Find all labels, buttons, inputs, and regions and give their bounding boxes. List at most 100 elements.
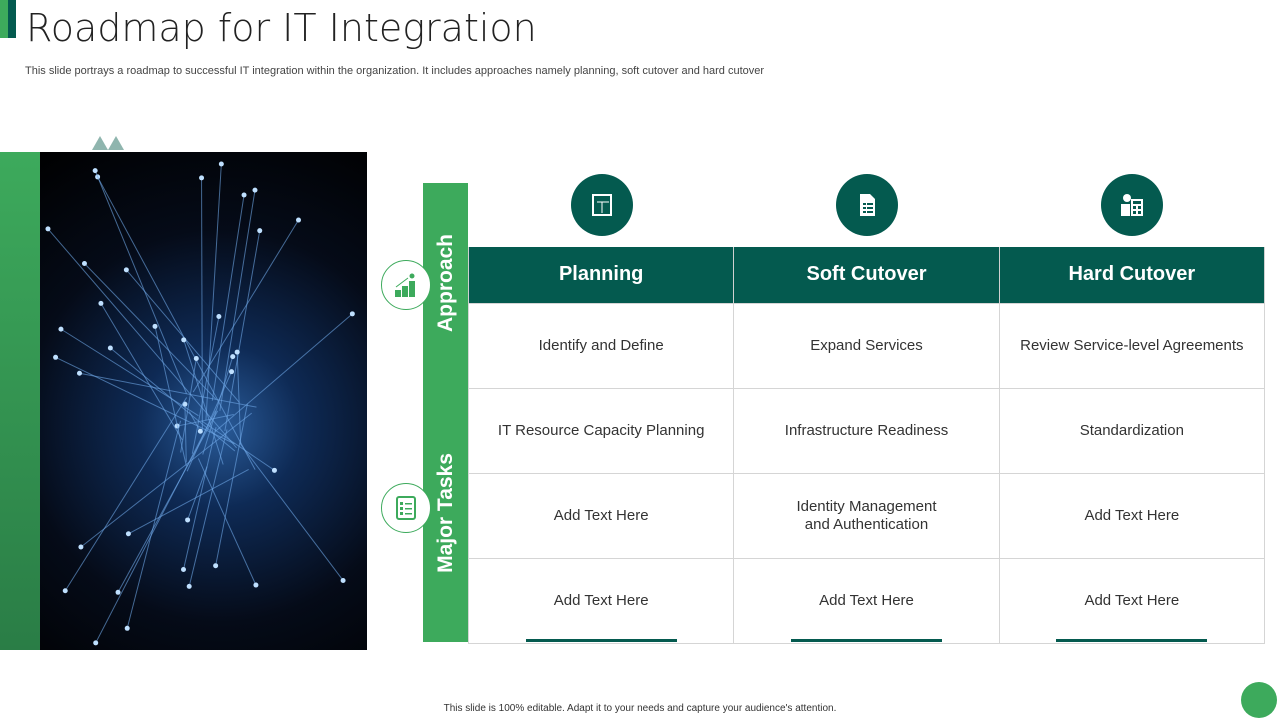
document-icon [836, 174, 898, 236]
circuit-node [115, 589, 121, 595]
circuit-node [186, 583, 192, 589]
circuit-line [236, 352, 242, 445]
circuit-line [117, 410, 219, 593]
circuit-node [53, 354, 59, 360]
circuit-node [252, 187, 258, 193]
circuit-node [58, 326, 64, 332]
roadmap-table: Planning Soft Cutover Hard Cutover Ident… [467, 247, 1266, 644]
circuit-node [241, 192, 247, 198]
circuit-node [62, 588, 68, 594]
circuit-node [92, 168, 98, 174]
task-cell: Infrastructure Readiness [733, 387, 1000, 474]
circuit-line [60, 328, 199, 417]
circuit-node [349, 311, 355, 317]
column-header-planning: Planning [467, 247, 735, 303]
circuit-node [197, 428, 203, 434]
green-strip [0, 152, 40, 650]
circuit-node [124, 625, 130, 631]
circuit-line [95, 410, 217, 644]
circuit-line [80, 412, 253, 548]
circuit-line [197, 458, 257, 586]
circuit-node [45, 226, 51, 232]
growth-chart-icon [381, 260, 431, 310]
triangles-decoration [92, 136, 124, 150]
row-label-sidebar: Approach Major Tasks [423, 183, 468, 642]
task-cell: Standardization [998, 387, 1266, 474]
task-cell: IT Resource Capacity Planning [467, 387, 735, 474]
footer-note: This slide is 100% editable. Adapt it to… [443, 703, 837, 714]
circuit-line [97, 176, 256, 470]
circuit-node [229, 369, 235, 375]
circuit-node [216, 314, 222, 320]
circuit-node [107, 345, 113, 351]
circuit-line [192, 219, 299, 393]
circuit-line [154, 326, 187, 467]
checklist-icon [381, 483, 431, 533]
circuit-line [191, 316, 220, 454]
circuit-node [185, 517, 191, 523]
circuit-line [202, 356, 234, 455]
circuit-line [211, 194, 245, 401]
circuit-node [218, 161, 224, 167]
task-cell: Expand Services [733, 302, 1000, 389]
circuit-node [93, 640, 99, 646]
task-cell: Identify and Define [467, 302, 735, 389]
task-cell: Add Text Here [467, 557, 735, 644]
circuit-line [64, 397, 188, 592]
circuit-line [239, 442, 344, 581]
circuit-line [201, 420, 275, 471]
blueprint-icon [571, 174, 633, 236]
circuit-node [81, 260, 87, 266]
circuit-node [193, 356, 199, 362]
task-cell: Add Text Here [733, 557, 1000, 644]
column-underline [526, 639, 677, 642]
title-accent-dark [8, 0, 16, 38]
circuit-line [187, 466, 208, 521]
circuit-node [123, 267, 129, 273]
circuit-line [180, 358, 197, 453]
circuit-node [199, 175, 205, 181]
task-cell: Add Text Here [998, 472, 1266, 559]
circuit-node [253, 582, 259, 588]
circuit-line [183, 427, 217, 570]
corner-dot [1241, 682, 1277, 718]
circuit-line [128, 469, 249, 535]
task-cell: Identity Management and Authentication [733, 472, 1000, 559]
circuit-node [257, 228, 263, 234]
circuit-line [224, 230, 261, 432]
task-cell: Add Text Here [998, 557, 1266, 644]
circuit-node [180, 567, 186, 573]
column-underline [1056, 639, 1207, 642]
circuit-node [76, 370, 82, 376]
circuit-line [94, 170, 188, 394]
circuit-node [230, 354, 236, 360]
circuit-node [271, 467, 277, 473]
circuit-line [184, 404, 187, 463]
circuit-line [183, 339, 224, 465]
circuit-line [84, 263, 217, 400]
column-underline [791, 639, 942, 642]
task-cell: Add Text Here [467, 472, 735, 559]
circuit-line [201, 177, 203, 432]
circuit-node [78, 544, 84, 550]
circuit-node [181, 337, 187, 343]
page-subtitle: This slide portrays a roadmap to success… [25, 65, 765, 77]
circuit-line [47, 228, 237, 449]
column-header-soft-cutover: Soft Cutover [733, 247, 1000, 303]
circuit-node [98, 300, 104, 306]
circuit-node [125, 531, 131, 537]
page-title: Roadmap for IT Integration [26, 6, 537, 50]
circuit-node [234, 349, 240, 355]
circuit-node [213, 563, 219, 569]
title-accent-green [0, 0, 8, 38]
calculator-icon [1101, 174, 1163, 236]
circuit-line [219, 190, 256, 411]
circuit-line [55, 356, 235, 445]
task-cell: Review Service-level Agreements [998, 302, 1266, 389]
circuit-node [152, 323, 158, 329]
column-header-hard-cutover: Hard Cutover [998, 247, 1266, 303]
